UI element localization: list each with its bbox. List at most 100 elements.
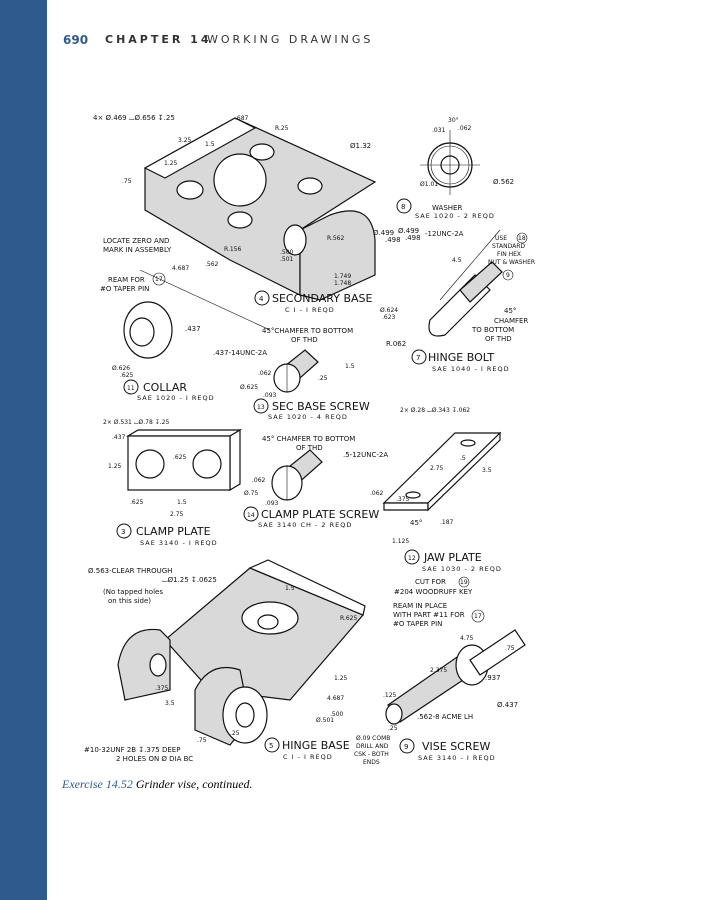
dimension: 4.687 [172, 265, 189, 272]
part-title: HINGE BASE [282, 739, 350, 752]
part-balloon [116, 523, 132, 539]
part-number: 9 [404, 743, 408, 751]
balloon-number: 19 [460, 579, 468, 586]
dimension: 4.75 [460, 635, 474, 642]
dimension: 1.25 [164, 160, 178, 167]
dimension: Ø.625 [240, 384, 258, 391]
part-spec: SAE 3140 - I REQD [140, 539, 218, 547]
note: TO BOTTOM [471, 326, 514, 334]
dimension: .500 [330, 711, 344, 718]
thread-spec: .562-8 ACME LH [417, 713, 473, 721]
dimension: .562 [205, 261, 219, 268]
dimension: 1.5 [285, 585, 295, 592]
part-number: 14 [247, 512, 255, 519]
dimension: .625 [120, 372, 134, 379]
caption-text: Grinder vise, continued. [135, 777, 253, 791]
dimension: 3.25 [178, 137, 192, 144]
thread-spec: .5-12UNC-2A [343, 451, 388, 459]
hole-callout: Ø.563-CLEAR THROUGH [88, 567, 172, 575]
dimension: .501 [280, 256, 294, 263]
note: 45° [504, 307, 516, 315]
part-balloon [396, 198, 412, 214]
exercise-number: Exercise 14.52 [62, 777, 133, 791]
part-spec: SAE 1030 - 2 REQD [422, 565, 502, 573]
hole-callout: 2× Ø.28 ⌴Ø.343 ↧.062 [400, 407, 470, 414]
dimension: .375 [396, 496, 410, 503]
dimension: 3.5 [482, 467, 492, 474]
hole-callout: 4× Ø.469 ⌴Ø.656 ↧.25 [93, 114, 175, 122]
dimension: Ø1.32 [350, 142, 371, 150]
note: LOCATE ZERO AND [103, 237, 169, 245]
note: ENDS [363, 759, 380, 766]
clamp-plate-screw-drawing [271, 449, 323, 501]
part-title: CLAMP PLATE [136, 525, 211, 538]
clamp-plate-drawing [125, 428, 243, 492]
dimension: 3.5 [165, 700, 175, 707]
dimension: .687 [235, 115, 249, 122]
part-balloon [123, 379, 139, 395]
note: CUT FOR [415, 578, 446, 586]
dimension: .062 [252, 477, 266, 484]
part-balloon [399, 738, 415, 754]
balloon-number: 18 [518, 235, 526, 242]
dimension: 1.5 [205, 141, 215, 148]
thread-spec: .437-14UNC-2A [213, 349, 267, 357]
note: OF THD [485, 335, 512, 343]
hinge-bolt-drawing [428, 229, 503, 337]
dimension: R.156 [224, 246, 241, 253]
dimension: Ø.499 [398, 227, 419, 235]
part-spec: SAE 1020 - 4 REQD [268, 413, 348, 421]
dimension: 4.687 [327, 695, 344, 702]
part-balloon [243, 506, 259, 522]
part-number: 13 [257, 404, 265, 411]
note: REAM IN PLACE [393, 602, 447, 610]
thread-callout: 2 HOLES ON Ø DIA BC [116, 755, 193, 763]
dimension: 1.25 [108, 463, 122, 470]
dimension: 1.748 [334, 280, 351, 287]
note: DRILL AND [356, 743, 389, 750]
dimension: .187 [440, 519, 454, 526]
hole-callout: 2× Ø.531 ⌴Ø.78 ↧.25 [103, 419, 169, 426]
note: 45°CHAMFER TO BOTTOM [262, 327, 353, 335]
dimension: 2.75 [430, 465, 444, 472]
washer-drawing [420, 130, 480, 195]
part-title: HINGE BOLT [428, 351, 494, 364]
dimension: .25 [388, 725, 398, 732]
dimension: R.562 [327, 235, 344, 242]
dimension: .062 [458, 125, 472, 132]
note: MARK IN ASSEMBLY [103, 246, 172, 254]
thread-callout: #10-32UNF 2B ↧.375 DEEP [84, 746, 180, 754]
part-number: 4 [259, 295, 264, 303]
dimension: R.062 [386, 340, 406, 348]
dimension: 1.5 [177, 499, 187, 506]
part-number: 7 [416, 354, 420, 362]
dimension: .125 [383, 692, 397, 699]
dimension: .500 [280, 249, 294, 256]
note: 45° CHAMFER TO BOTTOM [262, 435, 355, 443]
dimension: Ø.75 [244, 490, 258, 497]
dimension: .625 [173, 454, 187, 461]
hinge-base-drawing [117, 559, 366, 746]
dimension: Ø.437 [497, 701, 518, 709]
note: #O TAPER PIN [393, 620, 442, 628]
dimension: 2.75 [170, 511, 184, 518]
dimension: .75 [197, 737, 207, 744]
note: USE [495, 235, 507, 242]
dimension: .25 [230, 730, 240, 737]
dimension: Ø.624 [380, 307, 398, 314]
page-margin-band [0, 0, 47, 900]
note: Ø.09 COMB [356, 735, 390, 742]
dimension: 1.25 [334, 675, 348, 682]
part-balloon [254, 290, 270, 306]
dimension: .062 [370, 490, 384, 497]
part-balloon [264, 737, 280, 753]
part-spec: C I - I REQD [283, 753, 333, 761]
dimension: 30° [448, 117, 459, 124]
balloon-number: 17 [155, 276, 163, 283]
part-spec: SAE 3140 CH - 2 REQD [258, 521, 352, 529]
dimension: .093 [265, 500, 279, 507]
part-title: SECONDARY BASE [272, 292, 373, 305]
dimension: 1.5 [345, 363, 355, 370]
chapter-label: CHAPTER 14 [105, 33, 212, 46]
